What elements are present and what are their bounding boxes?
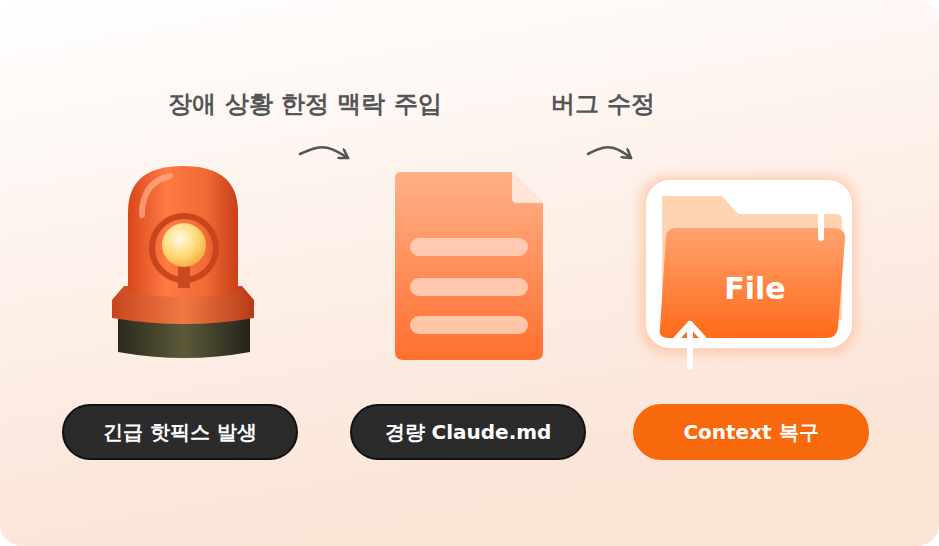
edge-label: 버그 수정: [547, 88, 659, 120]
folder-label: File: [724, 271, 785, 306]
document-icon: [395, 172, 543, 360]
curved-arrow: [300, 147, 348, 158]
curved-arrow: [588, 147, 631, 158]
pill-text: Context 복구: [683, 419, 818, 446]
siren-icon: [112, 166, 254, 358]
result-pill: Context 복구: [633, 404, 869, 460]
pill-text: 경량 Claude.md: [385, 419, 552, 446]
event-pill: 긴급 핫픽스 발생: [62, 404, 298, 460]
step-node: Context 복구: [633, 150, 869, 462]
edge-label: 장애 상황 한정 맥락 주입: [164, 88, 445, 120]
document-pill: 경량 Claude.md: [350, 404, 586, 460]
pill-text: 긴급 핫픽스 발생: [103, 419, 257, 446]
step-node: 경량 Claude.md: [350, 150, 586, 462]
folder-icon: [640, 176, 856, 366]
step-node: 긴급 핫픽스 발생: [62, 150, 298, 462]
